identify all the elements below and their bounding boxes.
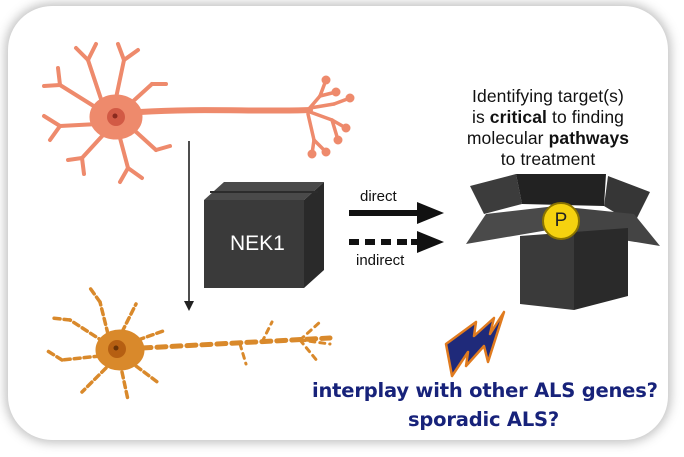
direct-arrow xyxy=(349,202,444,224)
callout-text: Identifying target(s) is critical to fin… xyxy=(443,86,653,170)
question-line-1: interplay with other ALS genes? xyxy=(312,379,658,402)
target-badge-label: P xyxy=(554,210,568,231)
healthy-neuron-icon xyxy=(42,42,355,184)
nek1-box-icon xyxy=(204,182,324,288)
target-badge xyxy=(542,202,580,240)
nek1-label: NEK1 xyxy=(230,232,285,255)
lightning-bolt-icon xyxy=(444,310,506,378)
indirect-arrow xyxy=(349,231,444,253)
open-target-box-icon xyxy=(466,174,660,310)
direct-label: direct xyxy=(360,188,397,205)
callout-line-3: molecular pathways xyxy=(466,128,630,148)
callout-line-1: Identifying target(s) xyxy=(472,86,624,106)
degenerating-neuron-icon xyxy=(44,286,333,402)
indirect-label: indirect xyxy=(356,252,405,269)
callout-line-4: to treatment xyxy=(500,149,596,169)
question-line-2: sporadic ALS? xyxy=(408,408,560,431)
callout-line-2: is critical to finding xyxy=(471,107,625,127)
